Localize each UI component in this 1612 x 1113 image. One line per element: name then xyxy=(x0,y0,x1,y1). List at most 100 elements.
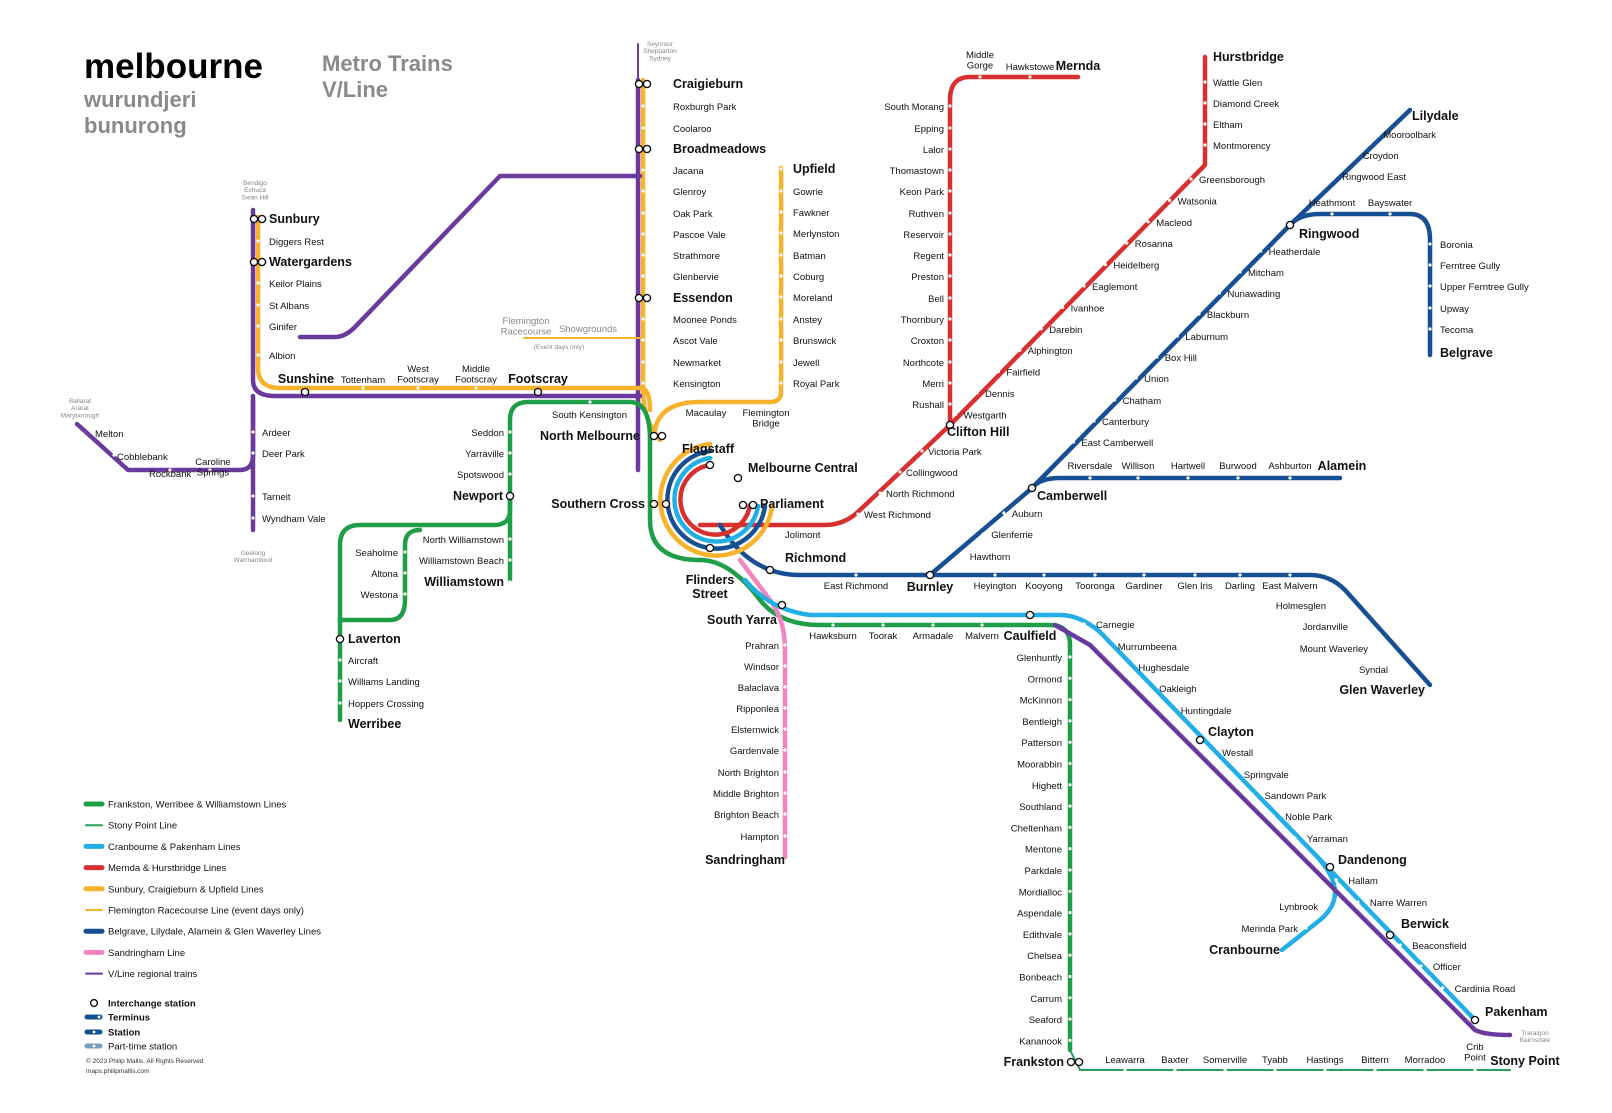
stop-box-hill xyxy=(1155,355,1159,359)
label-jolimont: Jolimont xyxy=(785,530,821,541)
stop-west-footscray xyxy=(416,386,420,390)
stop-hastings xyxy=(1323,1068,1327,1072)
label-thornbury: Thornbury xyxy=(901,315,945,326)
stop-darebin xyxy=(1039,327,1043,331)
stop-holmesglen xyxy=(1332,599,1336,603)
label-strathmore: Strathmore xyxy=(673,251,720,262)
interchange-flinders-street xyxy=(705,543,715,553)
label-north-melbourne: North Melbourne xyxy=(540,429,640,443)
label-oak-park: Oak Park xyxy=(673,209,713,220)
stony-point-line xyxy=(1069,1049,1511,1071)
interchange-camberwell xyxy=(1027,483,1037,493)
label-rockbank: Rockbank xyxy=(149,469,191,480)
label-carnegie: Carnegie xyxy=(1096,620,1135,631)
stop-east-malvern xyxy=(1288,573,1292,577)
stop-upway xyxy=(1428,306,1432,310)
label-glenferrie: Glenferrie xyxy=(991,530,1033,541)
label-cranbourne: Cranbourne xyxy=(1209,943,1280,957)
stop-malvern xyxy=(980,623,984,627)
stop-toorak xyxy=(881,623,885,627)
label-pascoe-vale: Pascoe Vale xyxy=(673,230,726,241)
stop-croydon xyxy=(1353,153,1357,157)
stop-heidelberg xyxy=(1103,263,1107,267)
stop-kensington xyxy=(641,381,645,385)
stop-ringwood-east xyxy=(1332,174,1336,178)
stop-middle-brighton xyxy=(783,791,787,795)
stop-south-kensington xyxy=(588,400,592,404)
stop-chatham xyxy=(1112,398,1117,402)
stop-bayswater xyxy=(1388,212,1392,216)
label-coolaroo: Coolaroo xyxy=(673,124,712,135)
legend: Frankston, Werribee & Williamstown Lines… xyxy=(83,800,321,1075)
stop-hawthorn xyxy=(960,554,964,558)
stop-oak-park xyxy=(641,211,645,215)
stop-union xyxy=(1134,376,1138,380)
label-bonbeach: Bonbeach xyxy=(1019,973,1062,984)
label-upway: Upway xyxy=(1440,304,1469,315)
label-keilor-plains: Keilor Plains xyxy=(269,279,322,290)
label-heathmont: Heathmont xyxy=(1309,198,1356,209)
label-north-richmond: North Richmond xyxy=(886,489,955,500)
stop-lynbrook xyxy=(1324,904,1328,908)
stop-roxburgh-park xyxy=(641,104,645,108)
stop-kananook xyxy=(1068,1038,1072,1042)
interchange-richmond xyxy=(765,565,775,575)
stop-westona xyxy=(403,592,407,596)
label-gowrie: Gowrie xyxy=(793,187,823,198)
stop-middle-footscray xyxy=(474,386,478,390)
stop-gowrie xyxy=(779,189,783,193)
label-south-morang: South Morang xyxy=(884,102,944,113)
label-jewell: Jewell xyxy=(793,358,819,369)
interchange-southern-cross xyxy=(649,499,671,509)
label-hawksburn: Hawksburn xyxy=(809,631,857,642)
label-brunswick: Brunswick xyxy=(793,336,837,347)
interchange-frankston xyxy=(1066,1057,1084,1067)
stop-ormond xyxy=(1068,676,1072,680)
label-laburnum: Laburnum xyxy=(1185,332,1228,343)
stop-collingwood xyxy=(898,470,902,474)
label-mentone: Mentone xyxy=(1025,845,1062,856)
stop-brunswick xyxy=(779,338,783,342)
label-hartwell: Hartwell xyxy=(1171,461,1205,472)
label-batman: Batman xyxy=(793,251,826,262)
label-aircraft: Aircraft xyxy=(348,656,378,667)
label-union: Union xyxy=(1144,374,1169,385)
label-auburn: Auburn xyxy=(1012,509,1043,520)
stop-coolaroo xyxy=(641,126,645,130)
stop-macleod xyxy=(1146,220,1150,224)
label-glenroy: Glenroy xyxy=(673,187,707,198)
label-tyabb: Tyabb xyxy=(1262,1055,1288,1066)
label-hawthorn: Hawthorn xyxy=(970,552,1011,563)
stop-spotswood xyxy=(508,472,512,476)
stop-elsternwick xyxy=(783,727,787,731)
label-huntingdale: Huntingdale xyxy=(1181,706,1232,717)
label-merlynston: Merlynston xyxy=(793,229,839,240)
label-fawkner: Fawkner xyxy=(793,208,829,219)
label-ormond: Ormond xyxy=(1028,674,1062,685)
label-officer: Officer xyxy=(1433,962,1461,973)
label-morradoo: Morradoo xyxy=(1405,1055,1446,1066)
label-tooronga: Tooronga xyxy=(1075,581,1115,592)
label-burnley: Burnley xyxy=(907,580,954,594)
label-collingwood: Collingwood xyxy=(906,468,958,479)
label-albion: Albion xyxy=(269,351,295,362)
label-newmarket: Newmarket xyxy=(673,358,721,369)
label-alphington: Alphington xyxy=(1028,346,1073,357)
operator-vline: V/Line xyxy=(322,77,389,102)
label-jacana: Jacana xyxy=(673,166,704,177)
label-north-williamstown: North Williamstown xyxy=(423,535,504,546)
legend-symbol-interchange-station: Interchange station xyxy=(108,999,196,1010)
stop-st-albans xyxy=(256,303,260,307)
stop-nunawading xyxy=(1217,291,1222,295)
label-diamond-creek: Diamond Creek xyxy=(1213,99,1279,110)
label-narre-warren: Narre Warren xyxy=(1370,898,1427,909)
stop-northcote xyxy=(948,360,952,364)
label-holmesglen: Holmesglen xyxy=(1276,601,1326,612)
stop-merri xyxy=(948,381,952,385)
label-tottenham: Tottenham xyxy=(341,375,385,386)
